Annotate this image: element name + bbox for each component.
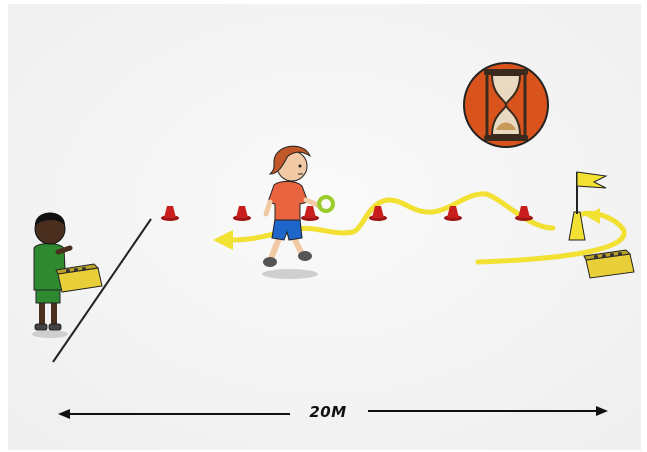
shoe-right [298, 251, 312, 261]
illustration-frame: 20M [8, 4, 641, 450]
hourglass-icon [464, 63, 548, 147]
distance-label: 20M [298, 402, 358, 422]
shoe-left [263, 257, 277, 267]
relay-scene [8, 4, 641, 450]
